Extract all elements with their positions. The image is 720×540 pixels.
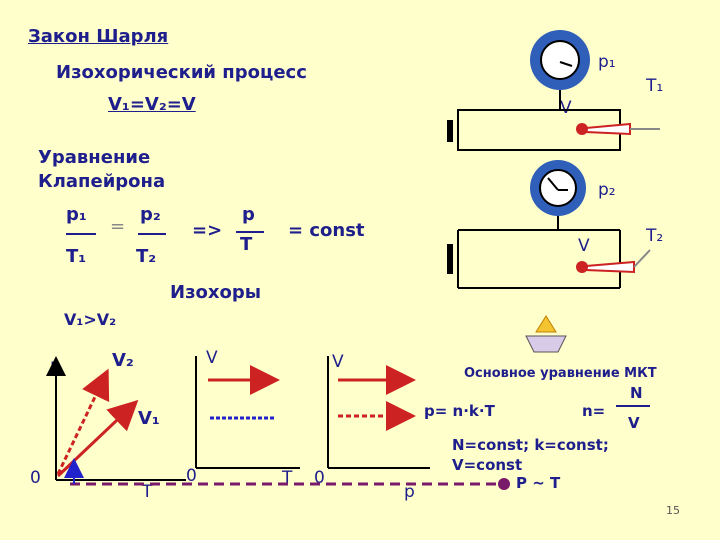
- gauge-1-face: [540, 40, 580, 80]
- vp-axis-V: V: [332, 352, 344, 372]
- gauge2-label: p₂: [598, 180, 616, 200]
- thermometer-2-bulb: [576, 261, 588, 273]
- page-number: 15: [666, 504, 680, 517]
- page-title: Закон Шарля: [28, 26, 169, 47]
- mkt-p-equation: p= n·k·T: [424, 402, 495, 420]
- volume-compare: V₁>V₂: [64, 310, 117, 329]
- gauge-1-needle: [559, 61, 573, 67]
- equation-heading-line2: Клапейрона: [38, 171, 166, 192]
- volume-equality: V₁=V₂=V: [108, 94, 196, 115]
- vp-origin: 0: [314, 468, 325, 488]
- temp1-label: T₁: [646, 76, 664, 96]
- thermometer-1: [585, 122, 631, 136]
- vp-axis-p: p: [404, 482, 415, 502]
- thermometer-2-stem: [633, 249, 651, 268]
- gauge-2-needle: [547, 177, 559, 191]
- const-label: = const: [288, 220, 365, 241]
- vt-axis-V: V: [206, 348, 218, 368]
- mkt-line1: N=const; k=const;: [452, 436, 609, 454]
- fraction-T1: T₁: [66, 246, 87, 267]
- burner-bowl: [525, 335, 567, 353]
- gauge-2-face: [539, 169, 577, 207]
- graph-Vp: [327, 356, 430, 469]
- mkt-V: V: [628, 414, 640, 432]
- isochores-label: Изохоры: [170, 282, 262, 303]
- vt-origin: 0: [186, 466, 197, 486]
- thermometer-2: [585, 260, 635, 274]
- mkt-line2: V=const: [452, 456, 523, 474]
- implies-sign: =>: [192, 220, 223, 241]
- gauge1-label: p₁: [598, 52, 616, 72]
- pt-axis-T: T: [142, 482, 153, 502]
- vessel-2: [447, 160, 651, 289]
- vol2-label: V: [578, 236, 590, 256]
- graph-pT: [46, 356, 186, 481]
- fraction-p1: p₁: [66, 204, 87, 225]
- vt-axis-T: T: [282, 468, 293, 488]
- flame: [535, 315, 557, 333]
- mkt-proportional: P ~ T: [516, 474, 561, 492]
- baseline-endpoint: [498, 478, 510, 490]
- vol1-label: V: [560, 98, 572, 118]
- fraction-T: T: [240, 234, 253, 255]
- pt-isochore-V1: [56, 399, 139, 478]
- pt-isochore-V2: [56, 368, 110, 475]
- mkt-N: N: [630, 384, 643, 402]
- mkt-heading: Основное уравнение МКТ: [464, 366, 657, 381]
- fraction-T2: T₂: [136, 246, 157, 267]
- fraction-equals: =: [110, 216, 126, 237]
- graph-VT: [195, 356, 300, 469]
- fraction-p: p: [242, 204, 255, 225]
- pt-V2-label: V₂: [112, 350, 134, 371]
- vessel-1: [447, 30, 660, 151]
- thermometer-1-bulb: [576, 123, 588, 135]
- temp2-label: T₂: [646, 226, 664, 246]
- mkt-n-equation: n=: [582, 402, 606, 420]
- pt-V1-label: V₁: [138, 408, 160, 429]
- equation-heading-line1: Уравнение: [38, 147, 151, 168]
- equation-heading: Уравнение Клапейрона: [38, 146, 165, 194]
- subtitle: Изохорический процесс: [56, 62, 307, 83]
- burner: [525, 315, 567, 353]
- pt-origin: 0: [30, 468, 41, 488]
- fraction-p2: p₂: [140, 204, 161, 225]
